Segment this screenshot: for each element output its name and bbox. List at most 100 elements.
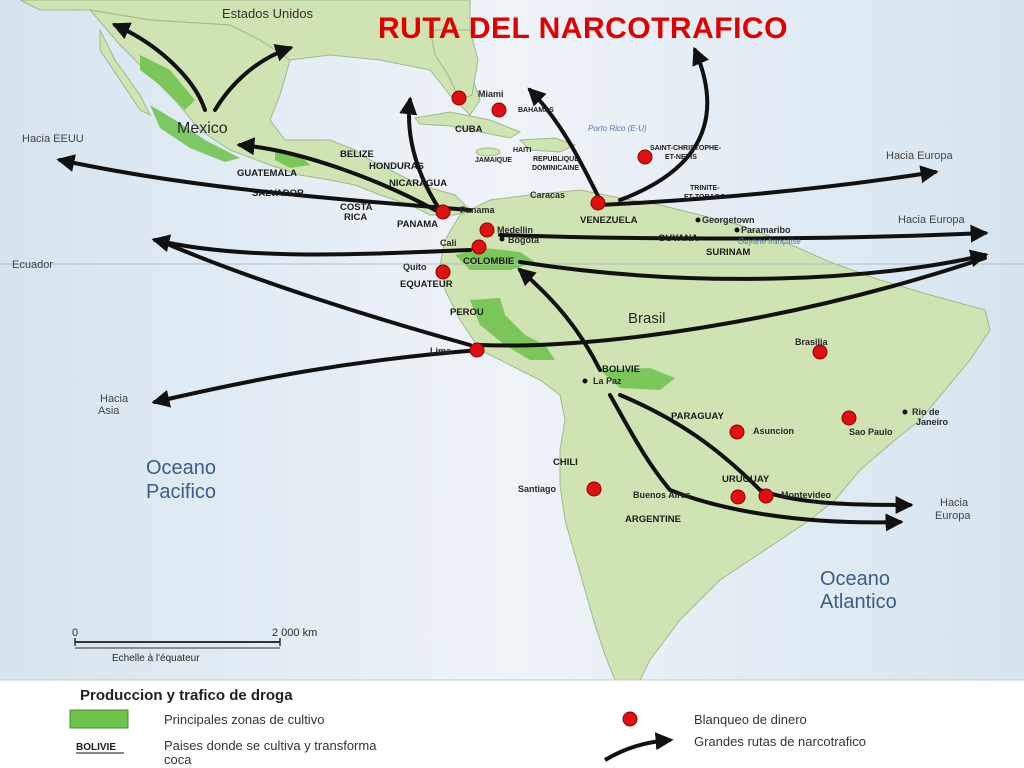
label-st-kitts-2: ET-NEVIS <box>665 154 697 161</box>
route-mexico-usa-1 <box>111 22 207 112</box>
label-hacia-asia-2: Asia <box>98 405 120 417</box>
label-st-kitts-1: SAINT-CHRISTOPHE- <box>650 145 722 152</box>
label-buenos-aires: Buenos Aires <box>633 490 691 500</box>
legend-laundering-label: Blanqueo de dinero <box>694 712 807 727</box>
label-guyane-fr: Guyane française <box>738 237 801 246</box>
label-quito: Quito <box>403 262 427 272</box>
label-argentine: ARGENTINE <box>625 514 681 525</box>
label-brasilia: Brasilia <box>795 337 829 347</box>
dot-buenos-aires <box>730 489 746 505</box>
marker-georgetown <box>695 217 701 223</box>
label-pacific-1: Oceano <box>146 457 216 479</box>
dot-lima <box>469 342 485 358</box>
label-trinite-2: ET-TOBAGO <box>684 194 726 201</box>
route-to-europa-3 <box>518 249 989 281</box>
route-peru-brasil <box>478 256 987 348</box>
trafficking-routes <box>56 22 989 532</box>
dot-brasilia <box>812 344 828 360</box>
label-hacia-europa-3a: Hacia <box>940 497 969 509</box>
route-peru-pacific <box>156 238 472 347</box>
label-panama-city: Panama <box>460 205 496 215</box>
label-rep-dom-1: REPUBLIQUE <box>533 156 579 163</box>
route-to-miami <box>527 87 602 202</box>
legend-bolivie-sample: BOLIVIE <box>76 742 116 753</box>
label-usa: Estados Unidos <box>222 6 314 21</box>
label-lima: Lima <box>430 346 452 356</box>
label-rep-dom-2: DOMINICAINE <box>532 165 579 172</box>
label-colombie: COLOMBIE <box>463 256 514 267</box>
route-bolivia-argentina <box>608 393 904 532</box>
label-mexico: Mexico <box>177 120 228 137</box>
route-to-europa-2 <box>498 224 989 243</box>
route-to-florida <box>399 96 442 212</box>
label-perou: PEROU <box>450 307 484 318</box>
label-montevideo: Montevideo <box>781 490 832 500</box>
cultivation-zone-mexico-north <box>140 55 195 110</box>
dot-sao-paulo <box>841 410 857 426</box>
south-america-landmass <box>439 189 991 681</box>
label-hacia-eeuu: Hacia EEUU <box>22 133 84 145</box>
legend-routes-label: Grandes rutas de narcotrafico <box>694 734 866 749</box>
scale-caption: Echelle à l'équateur <box>112 653 200 664</box>
route-bolivia-colombia <box>517 267 602 372</box>
legend-cultivation-label: Principales zonas de cultivo <box>164 712 324 727</box>
label-cali: Cali <box>440 238 457 248</box>
marker-la-paz <box>582 378 588 384</box>
cultivation-zone-guatemala <box>275 150 310 168</box>
dot-medellin <box>479 222 495 238</box>
legend-route-arrow <box>603 732 674 762</box>
label-paraguay: PARAGUAY <box>671 411 724 422</box>
label-paramaribo: Paramaribo <box>741 225 791 235</box>
dot-miami <box>451 90 467 106</box>
label-atlantic-1: Oceano <box>820 568 890 590</box>
label-haiti: HAITI <box>513 147 531 154</box>
legend-cultivation-swatch <box>69 709 129 729</box>
laundering-dots <box>435 90 857 505</box>
label-sao-paulo: Sao Paulo <box>849 427 893 437</box>
legend-processing-label-2: coca <box>164 752 192 767</box>
label-pacific-2: Pacifico <box>146 481 216 503</box>
label-bahamas: BAHAMAS <box>518 107 554 114</box>
legend: Produccion y trafico de droga Principale… <box>0 679 1024 768</box>
route-mexico-usa-2 <box>213 44 294 112</box>
label-miami: Miami <box>478 89 504 99</box>
baja-landmass <box>99 29 152 117</box>
scale-distance: 2 000 km <box>272 627 317 639</box>
label-rio-1: Rio de <box>912 407 940 417</box>
legend-background <box>0 680 1024 768</box>
dot-santiago <box>586 481 602 497</box>
dot-caracas <box>590 195 606 211</box>
label-caracas: Caracas <box>530 190 565 200</box>
label-rio-2: Janeiro <box>916 417 949 427</box>
legend-processing-label-1: Paises donde se cultiva y transforma <box>164 738 377 753</box>
marker-paramaribo <box>734 227 740 233</box>
map-title: RUTA DEL NARCOTRAFICO <box>378 12 788 45</box>
label-guatemala: GUATEMALA <box>237 168 297 179</box>
label-costa-rica-1: COSTA <box>340 202 373 213</box>
marker-bogota <box>499 236 505 242</box>
dot-montevideo <box>758 488 774 504</box>
scale-bar: 0 2 000 km Echelle à l'équateur <box>72 627 317 664</box>
route-bolivia-uruguay <box>618 393 914 514</box>
label-brasil: Brasil <box>628 310 666 327</box>
route-to-eeuu <box>56 154 472 212</box>
label-la-paz: La Paz <box>593 376 622 386</box>
label-costa-rica-2: RICA <box>344 212 367 223</box>
cuba-landmass <box>414 111 522 139</box>
legend-laundering-dot <box>622 711 638 727</box>
label-hacia-europa-3b: Europa <box>935 510 971 522</box>
label-equateur: EQUATEUR <box>400 279 453 290</box>
label-medellin: Medellin <box>497 225 533 235</box>
route-to-mexico <box>236 137 437 212</box>
dot-bahamas <box>491 102 507 118</box>
dot-cali <box>471 239 487 255</box>
route-to-europa-1 <box>598 165 939 207</box>
label-uruguay: URUGUAY <box>722 474 770 485</box>
route-to-asia <box>151 348 482 408</box>
dot-quito <box>435 264 451 280</box>
label-trinite-1: TRINITE- <box>690 185 720 192</box>
dot-asuncion <box>729 424 745 440</box>
label-honduras: HONDURAS <box>369 161 424 172</box>
label-georgetown: Georgetown <box>702 215 755 225</box>
